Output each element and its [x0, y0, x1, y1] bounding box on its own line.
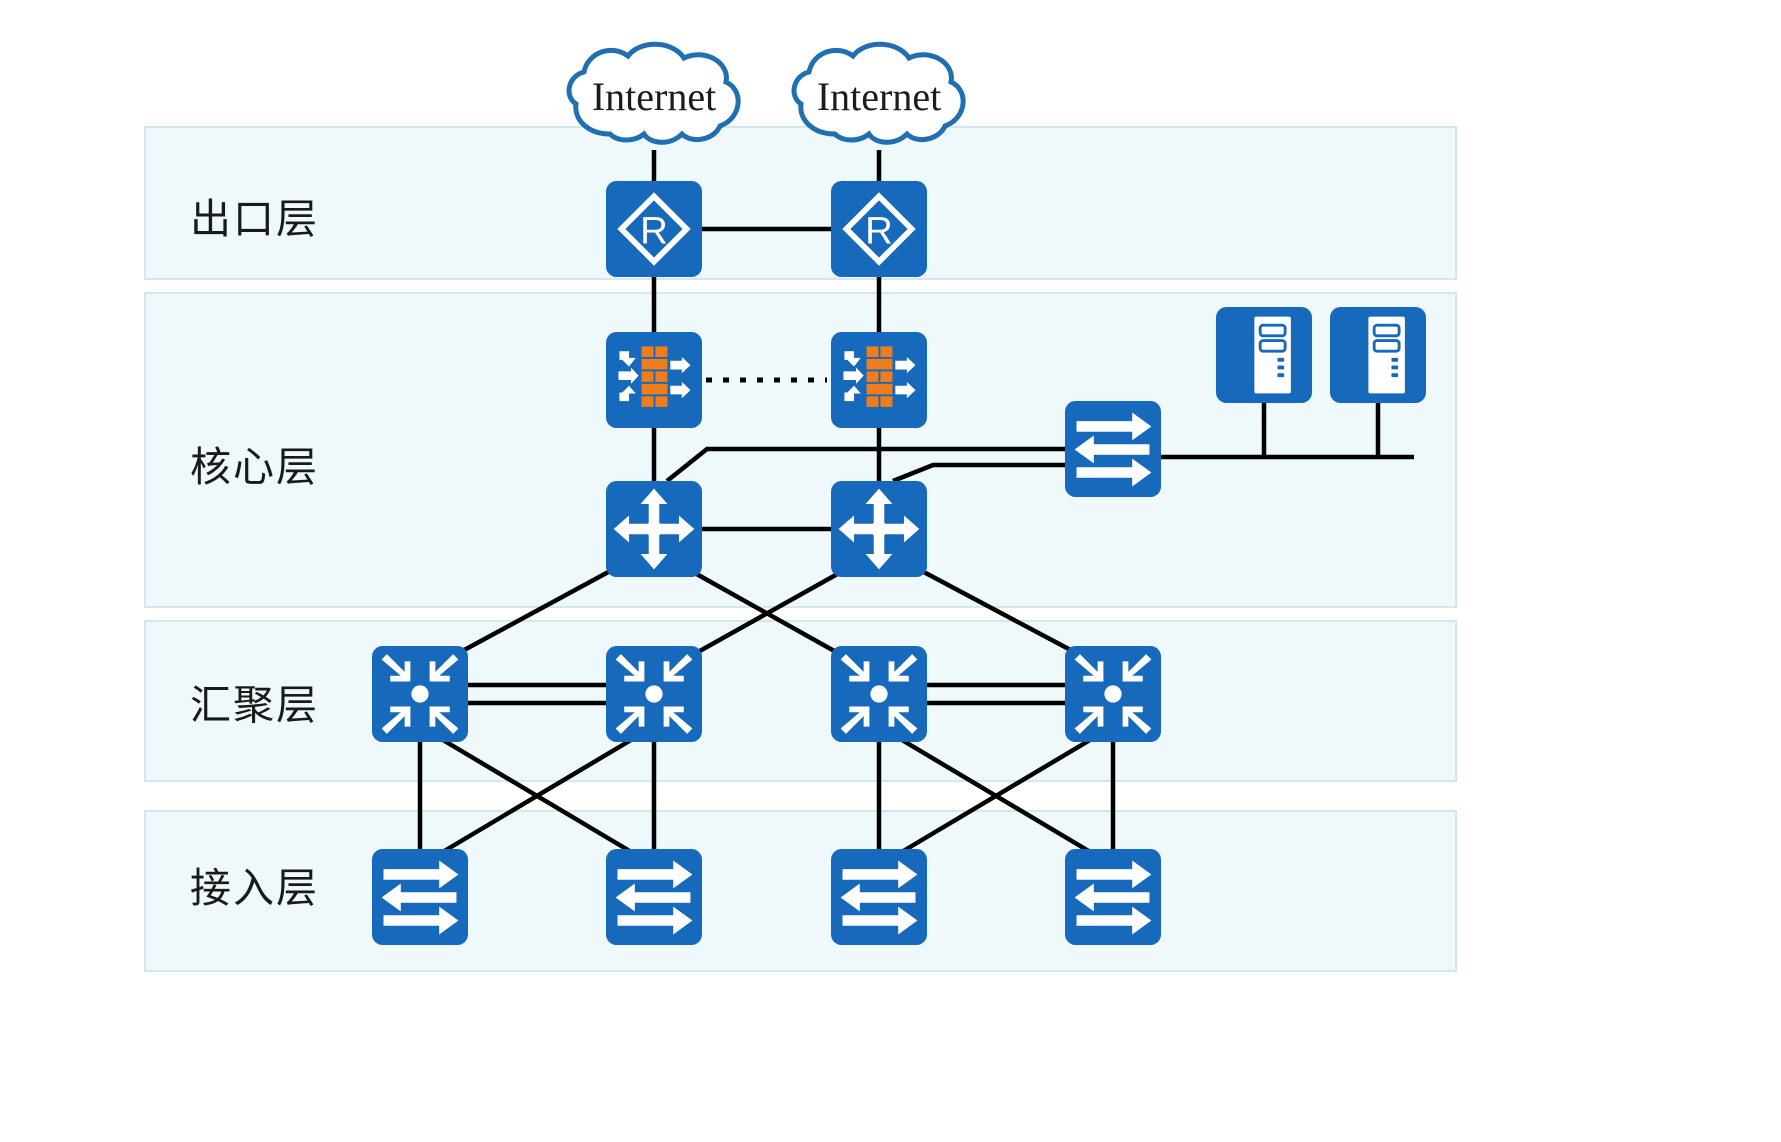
access-switch-2[interactable]	[606, 849, 702, 945]
band-rect-access	[144, 810, 1457, 972]
core-firewall-2[interactable]	[831, 332, 927, 428]
layer-bands: 出口层 核心层 汇聚层 接入层	[144, 126, 1457, 972]
aggregation-switch-4[interactable]	[1065, 646, 1161, 742]
server-1[interactable]	[1216, 307, 1312, 403]
core-firewall-1[interactable]	[606, 332, 702, 428]
link-core-switch-1-aggregation-switch-1	[453, 568, 614, 657]
link-aggregation-2-access-1	[439, 738, 633, 855]
cloud-internet-left[interactable]: Internet	[569, 44, 738, 142]
band-rect-aggregation	[144, 620, 1457, 782]
server-access-switch[interactable]	[1065, 401, 1161, 497]
link-core-switch-2-aggregation-switch-2	[687, 570, 843, 659]
aggregation-switch-3[interactable]	[831, 646, 927, 742]
band-label-core: 核心层	[190, 444, 319, 490]
access-switch-4[interactable]	[1065, 849, 1161, 945]
server-2[interactable]	[1330, 307, 1426, 403]
links	[417, 150, 1414, 855]
band-aggregation: 汇聚层	[144, 620, 1457, 782]
core-switch-1[interactable]	[606, 481, 702, 577]
cloud-label-right: Internet	[817, 74, 941, 119]
band-label-aggregation: 汇聚层	[190, 682, 319, 728]
band-access: 接入层	[144, 810, 1457, 972]
link-core-switch-2-aggregation-switch-4	[918, 568, 1082, 657]
cloud-internet-right[interactable]: Internet	[794, 44, 963, 142]
band-label-egress: 出口层	[190, 196, 319, 242]
egress-router-1[interactable]	[606, 181, 702, 277]
internet-clouds: Internet Internet	[569, 44, 963, 142]
access-switch-3[interactable]	[831, 849, 927, 945]
aggregation-switch-1[interactable]	[372, 646, 468, 742]
aggregation-switch-2[interactable]	[606, 646, 702, 742]
cloud-label-left: Internet	[592, 74, 716, 119]
band-label-access: 接入层	[190, 865, 319, 911]
band-egress: 出口层	[144, 126, 1457, 280]
core-switch-2[interactable]	[831, 481, 927, 577]
band-rect-egress	[144, 126, 1457, 280]
link-core-switch-1-server-switch	[665, 446, 1065, 483]
access-switch-1[interactable]	[372, 849, 468, 945]
link-core-switch-2-server-switch	[892, 462, 1065, 484]
link-aggregation-4-access-3	[898, 738, 1092, 855]
egress-router-2[interactable]	[831, 181, 927, 277]
